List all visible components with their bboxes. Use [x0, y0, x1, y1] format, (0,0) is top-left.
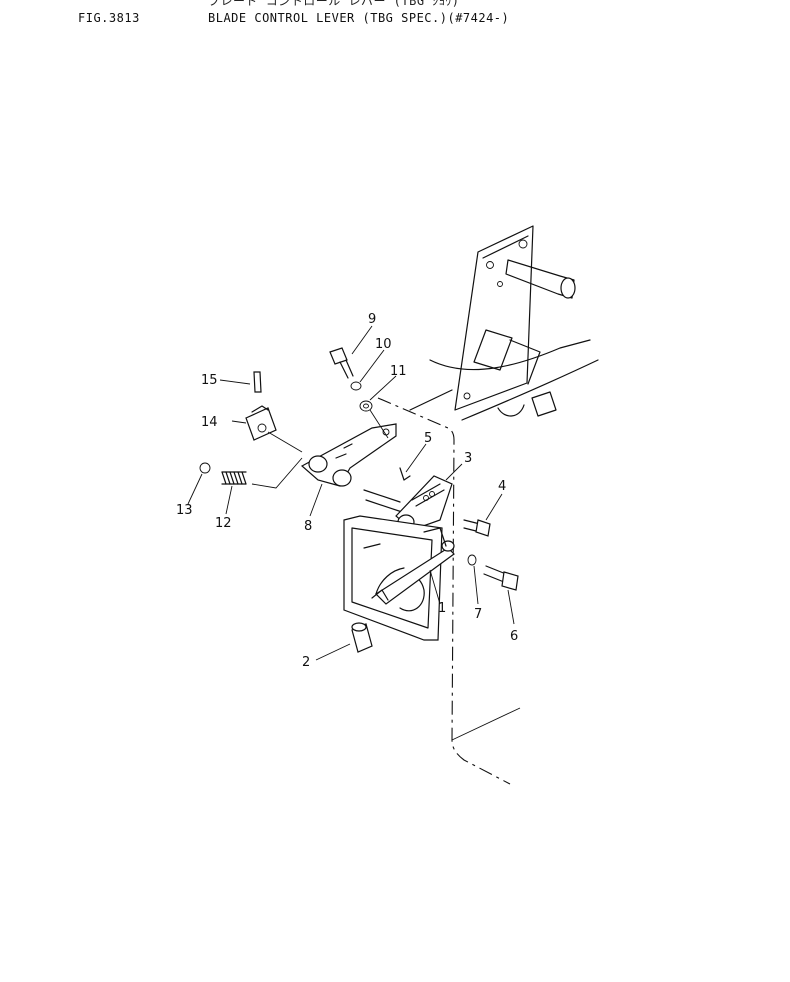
washer-part-7	[467, 554, 477, 566]
block-part-14	[245, 405, 277, 441]
callout-8: 8	[304, 519, 312, 534]
leader-12-8	[251, 457, 303, 489]
lock-washer-part-10	[350, 381, 362, 391]
frame-edge-upper	[409, 389, 453, 411]
callout-1: 1	[438, 601, 446, 616]
frame-edge	[451, 707, 521, 741]
bolt-part-6	[483, 565, 519, 591]
callout-3: 3	[464, 451, 472, 466]
callout-14: 14	[201, 415, 218, 430]
callout-11: 11	[390, 364, 407, 379]
figure-number: FIG.3813	[78, 11, 140, 25]
washer-part-11	[359, 400, 373, 412]
callout-2: 2	[302, 655, 310, 670]
lever-bracket-part-8	[300, 423, 397, 487]
callout-10: 10	[375, 337, 392, 352]
knob-part-2	[351, 622, 373, 653]
ball-part-13	[199, 462, 211, 474]
frame-outline	[377, 397, 511, 785]
callout-15: 15	[201, 373, 218, 388]
cotter-pin-part-5	[399, 467, 411, 481]
bolt-part-4	[463, 519, 491, 537]
japanese-title: ブレード コントロール レバー (TBG ｼﾖｳ)	[208, 0, 460, 8]
callout-12: 12	[215, 516, 232, 531]
callout-4: 4	[498, 479, 506, 494]
callout-leaders	[187, 325, 515, 661]
callout-5: 5	[424, 431, 432, 446]
leader-14-8	[267, 431, 303, 453]
callout-7: 7	[474, 607, 482, 622]
lever-part-1	[371, 527, 455, 605]
callout-9: 9	[368, 312, 376, 327]
spring-part-12	[221, 471, 247, 485]
pin-part-15	[253, 371, 262, 393]
leader-washer	[369, 409, 389, 439]
figure-title: BLADE CONTROL LEVER (TBG SPEC.)(#7424-)	[208, 11, 510, 25]
shaft	[363, 489, 403, 513]
bolt-part-9	[329, 347, 354, 379]
callout-6: 6	[510, 629, 518, 644]
guide-plate	[343, 515, 443, 641]
mounting-bracket	[429, 225, 599, 421]
callout-13: 13	[176, 503, 193, 518]
